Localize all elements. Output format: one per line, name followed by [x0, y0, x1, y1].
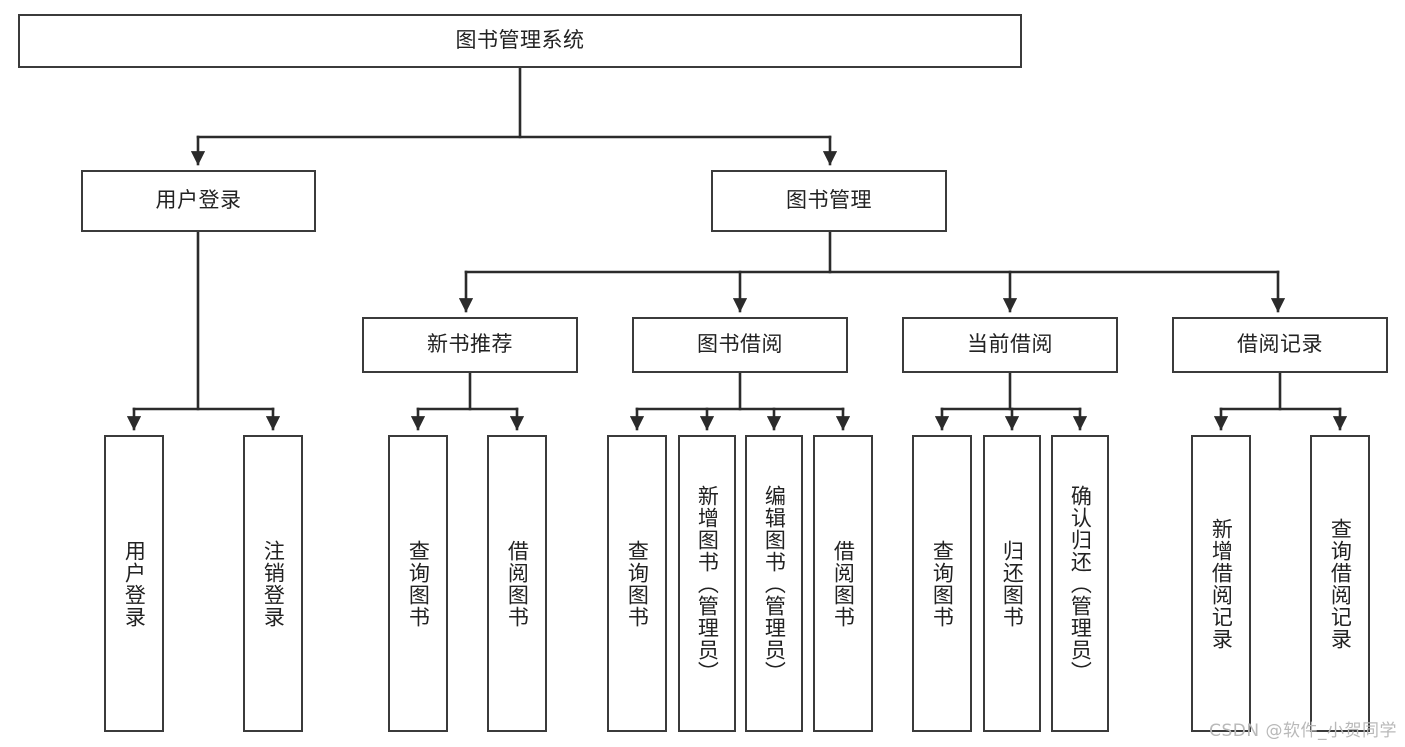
node-user-login-label: 用户登录: [155, 188, 242, 213]
leaf-user-login-label: 用户登录: [122, 539, 147, 628]
node-root-label: 图书管理系统: [455, 28, 585, 53]
leaf-borrow-book-label: 借阅图书: [831, 539, 856, 628]
node-book-management-label: 图书管理: [786, 188, 872, 213]
node-book-borrow[interactable]: 图书借阅: [632, 317, 848, 373]
leaf-add-borrow-record-label: 新增借阅记录: [1209, 517, 1234, 650]
node-user-login[interactable]: 用户登录: [81, 170, 316, 232]
leaf-query-borrow-record[interactable]: 查询借阅记录: [1310, 435, 1370, 732]
leaf-add-book-admin-label: 新增图书（管理员）: [695, 484, 720, 683]
leaf-logout-label: 注销登录: [261, 539, 286, 628]
node-borrow-records-label: 借阅记录: [1237, 332, 1323, 357]
leaf-add-borrow-record[interactable]: 新增借阅记录: [1191, 435, 1251, 732]
leaf-query-book-borrow[interactable]: 查询图书: [607, 435, 667, 732]
leaf-logout[interactable]: 注销登录: [243, 435, 303, 732]
leaf-query-borrow-record-label: 查询借阅记录: [1328, 517, 1353, 650]
node-current-borrow-label: 当前借阅: [967, 332, 1053, 357]
leaf-edit-book-admin-label: 编辑图书（管理员）: [762, 484, 787, 683]
leaf-return-book-label: 归还图书: [1000, 539, 1025, 628]
leaf-borrow-book-newbook-label: 借阅图书: [505, 539, 530, 628]
node-root[interactable]: 图书管理系统: [18, 14, 1022, 68]
leaf-query-book-newbook[interactable]: 查询图书: [388, 435, 448, 732]
node-new-book-recommend[interactable]: 新书推荐: [362, 317, 578, 373]
leaf-borrow-book[interactable]: 借阅图书: [813, 435, 873, 732]
leaf-query-book-newbook-label: 查询图书: [406, 539, 431, 628]
node-current-borrow[interactable]: 当前借阅: [902, 317, 1118, 373]
leaf-query-book-borrow-label: 查询图书: [625, 539, 650, 628]
node-book-borrow-label: 图书借阅: [697, 332, 783, 357]
leaf-query-book-current[interactable]: 查询图书: [912, 435, 972, 732]
leaf-query-book-current-label: 查询图书: [930, 539, 955, 628]
node-new-book-recommend-label: 新书推荐: [427, 332, 513, 357]
leaf-user-login[interactable]: 用户登录: [104, 435, 164, 732]
leaf-borrow-book-newbook[interactable]: 借阅图书: [487, 435, 547, 732]
leaf-confirm-return-admin[interactable]: 确认归还（管理员）: [1051, 435, 1109, 732]
leaf-edit-book-admin[interactable]: 编辑图书（管理员）: [745, 435, 803, 732]
leaf-confirm-return-admin-label: 确认归还（管理员）: [1068, 484, 1093, 683]
node-borrow-records[interactable]: 借阅记录: [1172, 317, 1388, 373]
leaf-add-book-admin[interactable]: 新增图书（管理员）: [678, 435, 736, 732]
leaf-return-book[interactable]: 归还图书: [983, 435, 1041, 732]
node-book-management[interactable]: 图书管理: [711, 170, 947, 232]
